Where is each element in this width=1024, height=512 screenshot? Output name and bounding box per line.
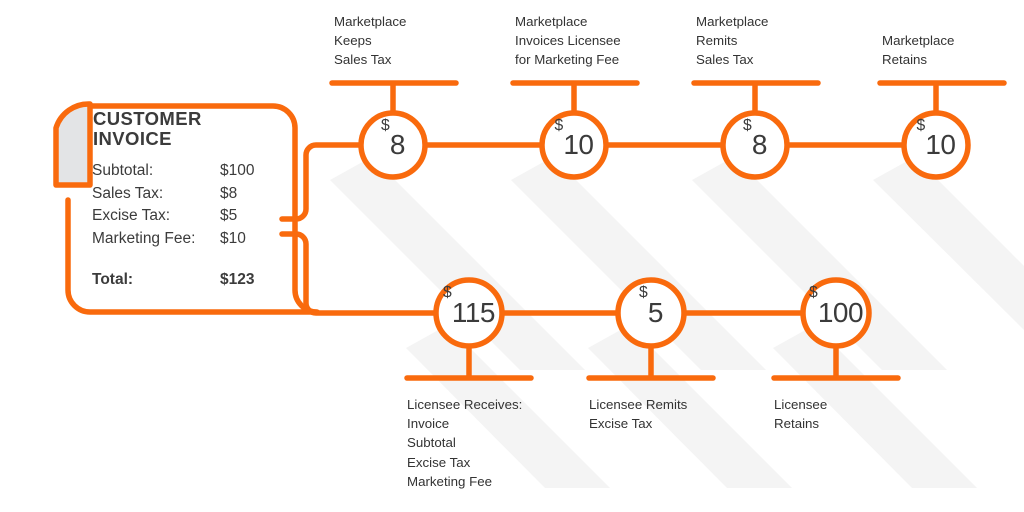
top-node-label-3: Marketplace Remits Sales Tax bbox=[696, 14, 769, 68]
invoice-row-value: $10 bbox=[220, 229, 246, 247]
node-circle bbox=[433, 277, 505, 349]
top-node-label-4: Marketplace Retains bbox=[882, 33, 955, 68]
bottom-node-label-3: Licensee Retains bbox=[774, 397, 828, 432]
top-row-nodes bbox=[358, 110, 971, 180]
invoice-row: Subtotal: $100 bbox=[92, 160, 270, 183]
invoice-row-value: $8 bbox=[220, 184, 238, 202]
bottom-node-label-2: Licensee Remits Excise Tax bbox=[589, 397, 688, 432]
bottom-node-label-1: Licensee Receives: Invoice Subtotal Exci… bbox=[407, 397, 523, 489]
invoice-row: Marketing Fee: $10 bbox=[92, 228, 270, 251]
invoice-row: Sales Tax: $8 bbox=[92, 183, 270, 206]
invoice-row: Excise Tax: $5 bbox=[92, 205, 270, 228]
invoice-row-value: $100 bbox=[220, 162, 255, 179]
node-circle bbox=[720, 110, 790, 180]
invoice-row-label: Sales Tax: bbox=[92, 184, 164, 202]
invoice-row-label: Marketing Fee: bbox=[92, 229, 196, 247]
invoice-line-items: Subtotal: $100 Sales Tax: $8 Excise Tax:… bbox=[92, 160, 270, 250]
invoice-total-value: $123 bbox=[220, 271, 255, 288]
invoice-title: CUSTOMER INVOICE bbox=[93, 108, 202, 149]
branch-connector bbox=[279, 142, 440, 316]
invoice-total-row: Total: $123 bbox=[92, 271, 270, 293]
top-node-label-1: Marketplace Keeps Sales Tax bbox=[334, 14, 407, 68]
bottom-row-stems bbox=[404, 345, 901, 381]
top-node-label-2: Marketplace Invoices Licensee for Market… bbox=[515, 14, 621, 68]
bottom-row-nodes bbox=[433, 277, 872, 349]
node-circle bbox=[615, 277, 687, 349]
node-circle bbox=[901, 110, 971, 180]
node-circle bbox=[800, 277, 872, 349]
invoice-row-label: Subtotal: bbox=[92, 162, 154, 179]
customer-invoice-card bbox=[53, 101, 320, 315]
node-circle bbox=[539, 110, 609, 180]
top-row-stems bbox=[329, 80, 1007, 116]
invoice-total-label: Total: bbox=[92, 271, 134, 288]
invoice-row-label: Excise Tax: bbox=[92, 207, 171, 224]
invoice-row-value: $5 bbox=[220, 207, 238, 224]
node-circle bbox=[358, 110, 428, 180]
